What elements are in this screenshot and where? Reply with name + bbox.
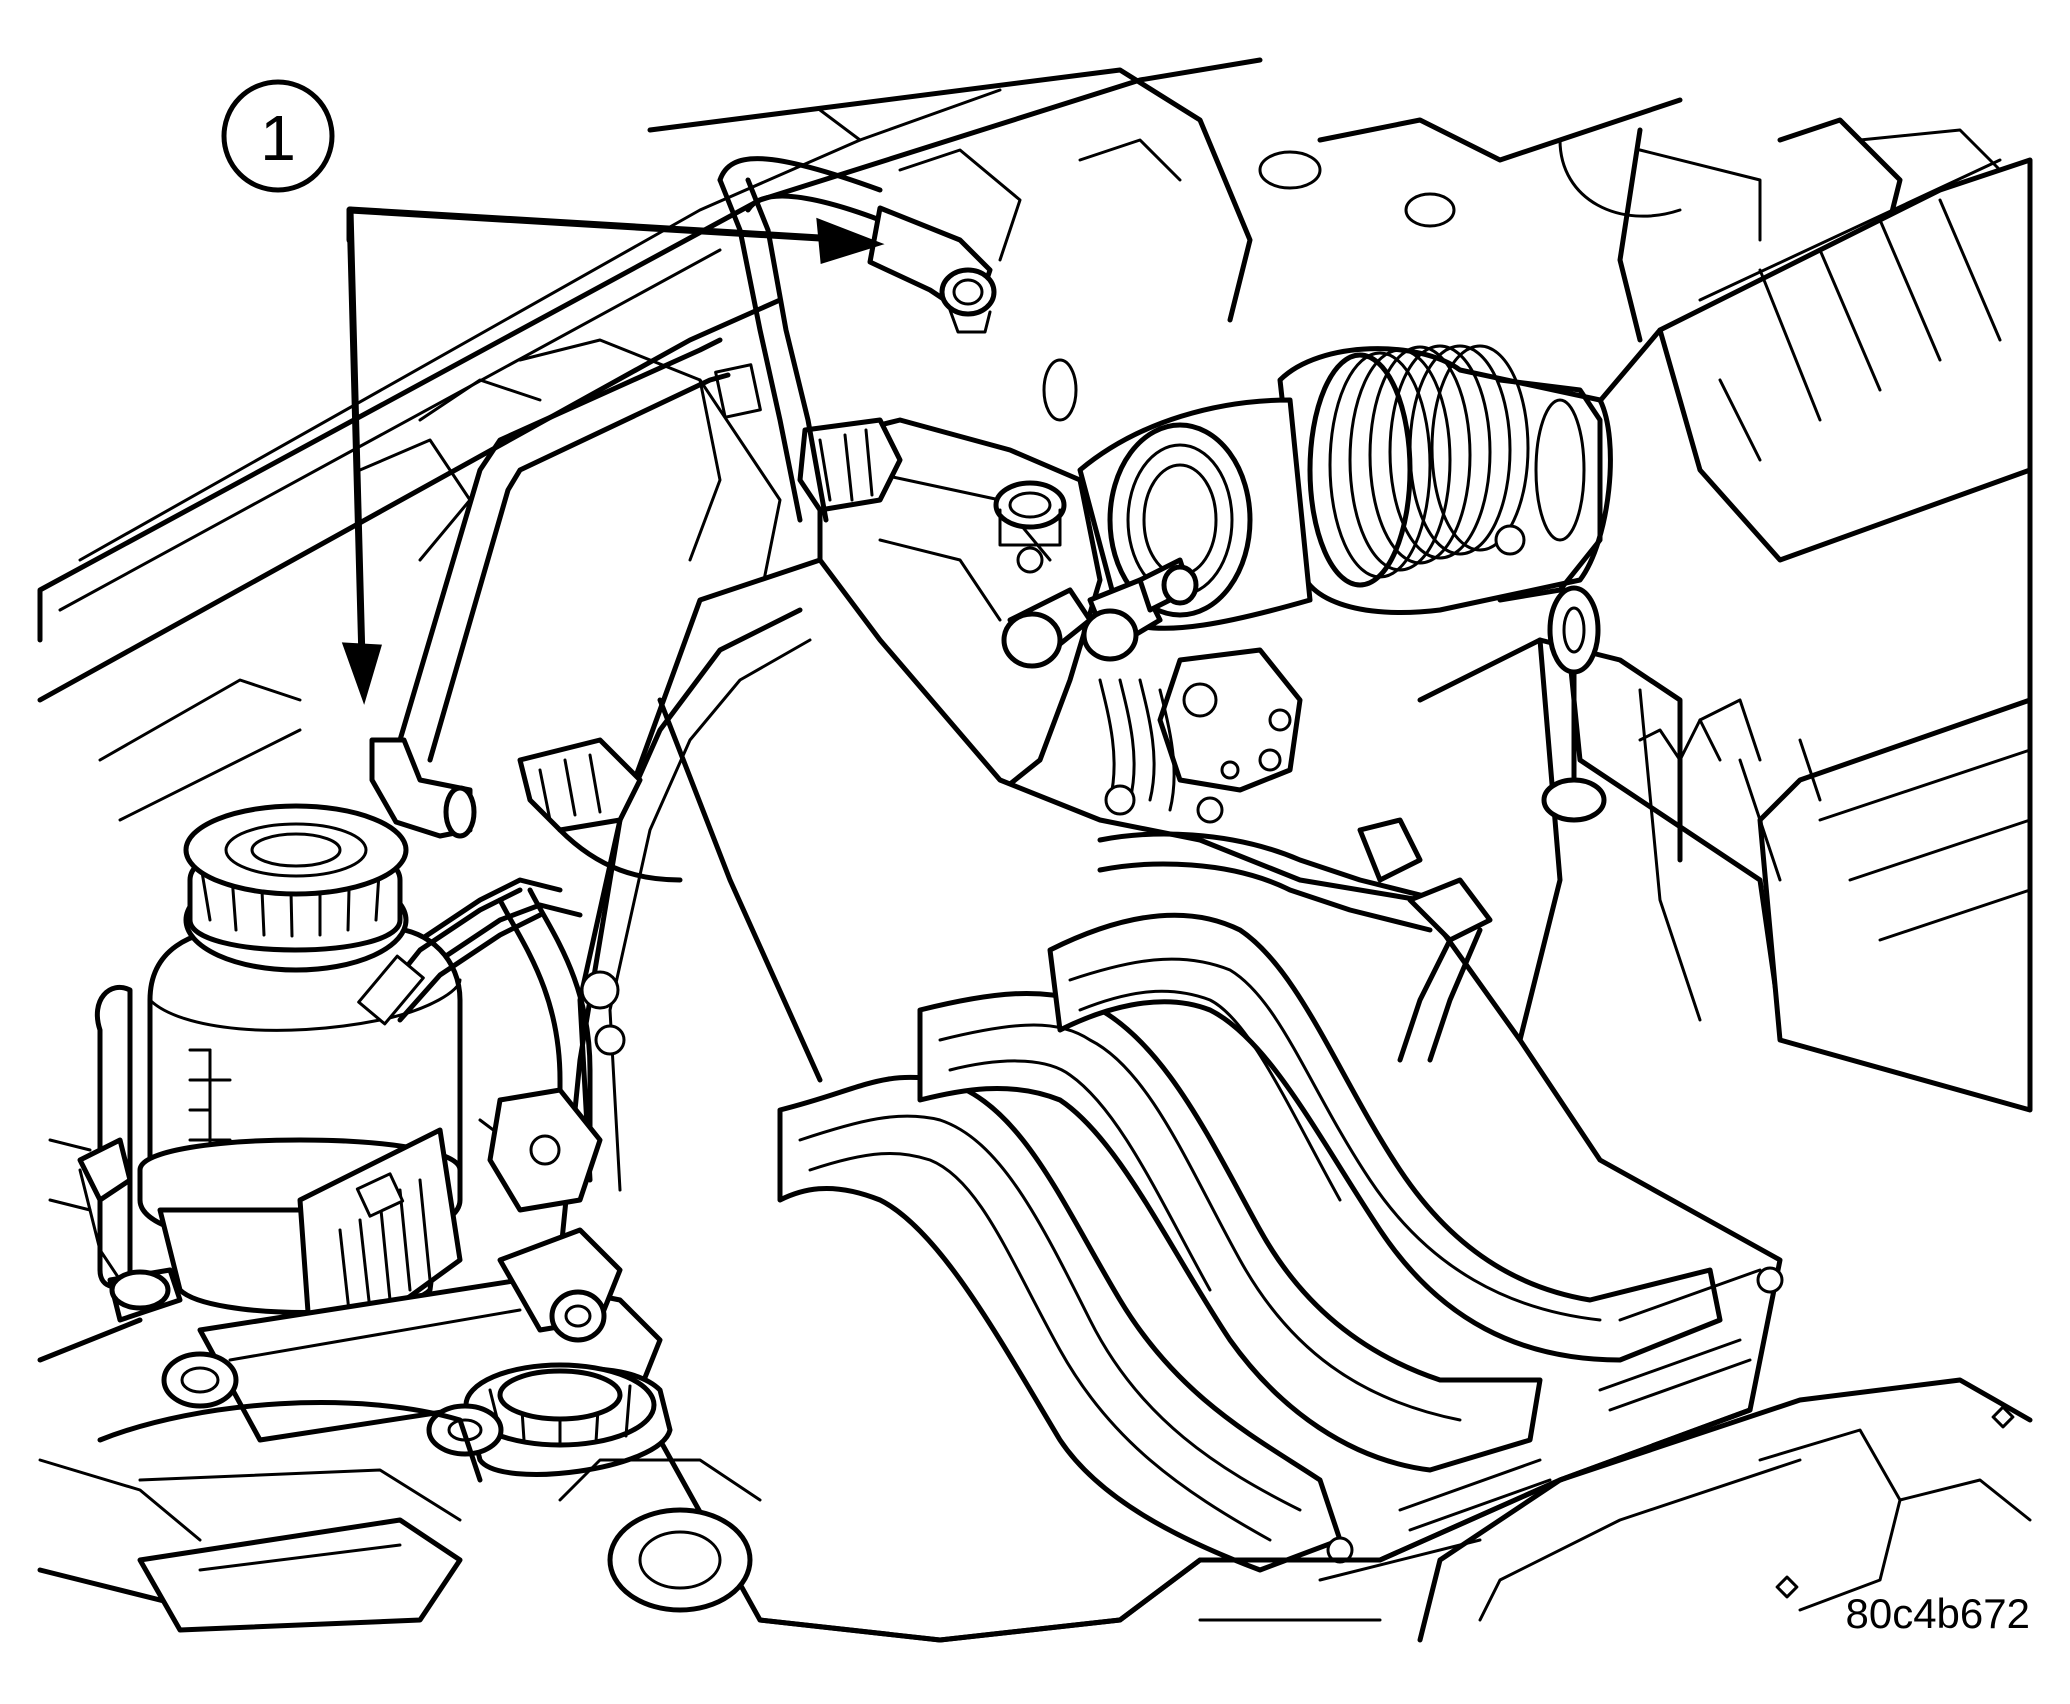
mounting-bracket-lower (37, 984, 663, 1613)
air-intake-bellows (1077, 344, 1613, 631)
lower-engine-parts (97, 1377, 2033, 1643)
arrowhead-upper (816, 217, 885, 264)
figure-code: 80c4b672 (1845, 1590, 2030, 1637)
callout-leader-upper (346, 206, 824, 242)
callout-leader-lower (346, 206, 366, 664)
callout-circle (221, 79, 335, 193)
intake-manifold (557, 557, 1784, 1643)
reservoir-cap-lower (426, 1362, 673, 1477)
power-steering-reservoir (137, 803, 543, 1343)
callout-number: 1 (260, 102, 296, 174)
air-cleaner-housing (1417, 157, 2033, 1113)
callout-1: 1 (221, 79, 885, 705)
arrowhead-lower (341, 642, 382, 705)
pcv-hose-lower (369, 337, 731, 839)
firewall-frame (37, 57, 2002, 822)
